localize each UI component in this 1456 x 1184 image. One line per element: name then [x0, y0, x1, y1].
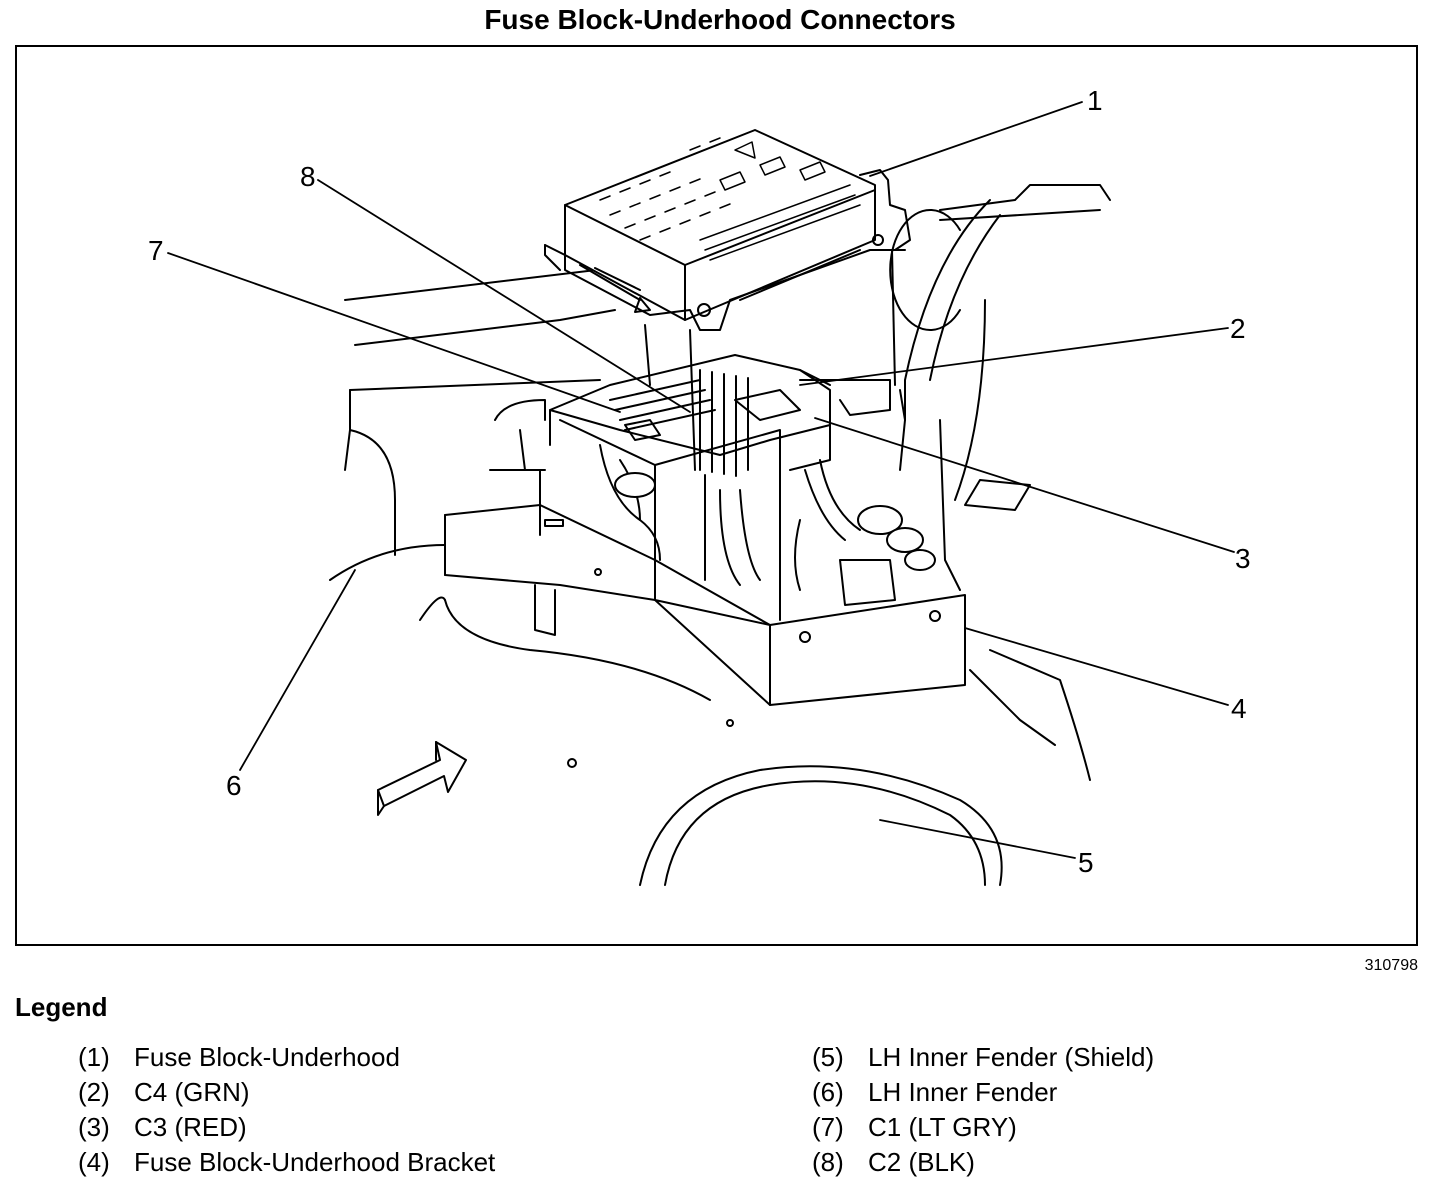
- legend-item-label: C1 (LT GRY): [868, 1112, 1017, 1142]
- legend-item-label: LH Inner Fender: [868, 1077, 1058, 1107]
- callout-6: 6: [226, 770, 242, 801]
- legend-item-label: Fuse Block-Underhood Bracket: [134, 1147, 496, 1177]
- callout-5: 5: [1078, 847, 1094, 878]
- callout-1: 1: [1087, 85, 1103, 116]
- lh-inner-fender: [329, 544, 1091, 781]
- callout-8: 8: [300, 161, 316, 192]
- legend-item-number: (5): [812, 1042, 844, 1072]
- fuse-block-bracket: [444, 504, 966, 706]
- legend-item-label: LH Inner Fender (Shield): [868, 1042, 1155, 1072]
- legend-item: (1) Fuse Block-Underhood: [78, 1040, 495, 1075]
- legend-item: (7) C1 (LT GRY): [812, 1110, 1154, 1145]
- page-title: Fuse Block-Underhood Connectors: [484, 4, 956, 35]
- wiring-harness: [519, 429, 936, 606]
- legend-column-left: (1) Fuse Block-Underhood (2) C4 (GRN) (3…: [78, 1040, 495, 1180]
- callout-4: 4: [1231, 693, 1247, 724]
- legend-item-number: (1): [78, 1042, 110, 1072]
- fuse-block-illustration: 1 2 3 4 5 6 7 8: [148, 85, 1251, 886]
- legend-item: (8) C2 (BLK): [812, 1145, 1154, 1180]
- legend-heading: Legend: [15, 992, 108, 1022]
- legend-item-number: (4): [78, 1147, 110, 1177]
- legend-item-label: Fuse Block-Underhood: [134, 1042, 400, 1072]
- legend-item: (4) Fuse Block-Underhood Bracket: [78, 1145, 495, 1180]
- legend-column-right: (5) LH Inner Fender (Shield) (6) LH Inne…: [812, 1040, 1154, 1180]
- callout-2: 2: [1230, 313, 1246, 344]
- legend-item-number: (7): [812, 1112, 844, 1142]
- legend-item-label: C2 (BLK): [868, 1147, 975, 1177]
- callout-labels: 1 2 3 4 5 6 7 8: [148, 85, 1251, 878]
- legend-item-number: (2): [78, 1077, 110, 1107]
- diagram-frame: [15, 45, 1418, 946]
- inner-fender-outline: [344, 184, 1111, 556]
- legend-item: (2) C4 (GRN): [78, 1075, 495, 1110]
- legend-item: (5) LH Inner Fender (Shield): [812, 1040, 1154, 1075]
- leader-lines: [167, 101, 1235, 859]
- legend-item-number: (3): [78, 1112, 110, 1142]
- legend-item: (3) C3 (RED): [78, 1110, 495, 1145]
- legend-item: (6) LH Inner Fender: [812, 1075, 1154, 1110]
- callout-3: 3: [1235, 543, 1251, 574]
- legend-item-number: (8): [812, 1147, 844, 1177]
- forward-direction-arrow-icon: [377, 741, 467, 816]
- figure-id: 310798: [1364, 957, 1418, 974]
- fuse-block-underhood: [544, 129, 911, 471]
- callout-7: 7: [148, 235, 164, 266]
- legend-item-label: C3 (RED): [134, 1112, 247, 1142]
- lh-inner-fender-shield: [567, 719, 1003, 886]
- legend-item-number: (6): [812, 1077, 844, 1107]
- legend-item-label: C4 (GRN): [134, 1077, 250, 1107]
